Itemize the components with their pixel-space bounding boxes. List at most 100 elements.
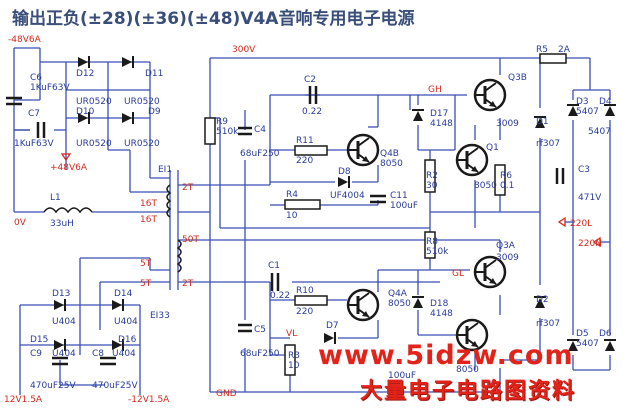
winding-w7: 2T — [182, 279, 194, 289]
ref-d7: D7 — [326, 321, 339, 331]
val-c8: 470uF25V — [92, 381, 139, 391]
ref-d12: D12 — [76, 69, 94, 79]
diode-d6 — [603, 339, 617, 352]
val-c7: 1KuF63V — [14, 139, 55, 149]
val-q4a: 8050 — [388, 299, 411, 309]
label-node-vl: VL — [286, 329, 297, 339]
wires — [13, 47, 611, 395]
resistor-r11 — [294, 145, 328, 156]
val-d3: 5407 — [576, 107, 599, 117]
val-r10: 220 — [296, 307, 313, 317]
val-q1: 8050 — [474, 181, 497, 191]
transistor-q3b — [473, 78, 507, 112]
ac-220n-arrow — [592, 236, 601, 248]
ref-d5: D5 — [576, 329, 589, 339]
label-ac-l: 220L — [570, 219, 592, 229]
val-q3b: 3009 — [496, 119, 519, 129]
ref-r11: R11 — [296, 136, 314, 146]
ref-d9: D9 — [148, 107, 161, 117]
capacitor-c7 — [36, 122, 46, 138]
ref-c8: C8 — [92, 349, 104, 359]
resistors — [204, 53, 567, 376]
val-d5: 5407 — [576, 339, 599, 349]
ref-c6: C6 — [30, 73, 42, 83]
ref-q3b: Q3B — [508, 73, 527, 83]
ref-c1: C1 — [268, 261, 280, 271]
resistor-r5 — [539, 53, 567, 64]
val-d14: U404 — [114, 317, 138, 327]
ref-d13: D13 — [52, 289, 70, 299]
transistors — [346, 78, 507, 352]
label-rail-pos: +48V6A — [50, 163, 88, 173]
val-r6: 0.1 — [500, 181, 514, 191]
val-c6: 1KuF63V — [30, 83, 71, 93]
capacitors — [6, 86, 565, 366]
ref-d11: D11 — [145, 69, 163, 79]
ref-r5: R5 — [536, 45, 548, 55]
label-ac-n: 220N — [578, 239, 602, 249]
val-r9: 510k — [216, 127, 239, 137]
ref-d18: D18 — [430, 299, 449, 309]
val-d17: 4148 — [430, 119, 453, 129]
ref-r6: R6 — [500, 171, 512, 181]
val-d16: U404 — [112, 349, 136, 359]
ref-c11: C11 — [390, 191, 408, 201]
label-node-gh: GH — [428, 85, 442, 95]
capacitor-c8 — [100, 356, 116, 366]
val-d1: rf307 — [536, 139, 560, 149]
transformer-windings — [43, 184, 182, 273]
val-r5: 2A — [558, 45, 571, 55]
resistor-r6 — [494, 164, 506, 196]
ref-q4a: Q4A — [388, 289, 408, 299]
capacitor-c6 — [6, 96, 22, 106]
val-c3: 471V — [578, 193, 602, 203]
transistor-q1 — [455, 143, 489, 177]
val-c2: 0.22 — [302, 107, 322, 117]
ref-d6: D6 — [599, 329, 612, 339]
val-r4: 10 — [286, 211, 298, 221]
capacitor-c3 — [555, 168, 565, 184]
terminal-arrows — [60, 153, 601, 248]
val-c9: 470uF25V — [30, 381, 77, 391]
label-hv: 300V — [232, 45, 256, 55]
ref-r10: R10 — [296, 286, 314, 296]
diode-d18 — [411, 296, 425, 309]
resistor-r10 — [294, 295, 328, 306]
val-d15: U404 — [52, 349, 76, 359]
watermark-tagline: 大量电子电路图资料 — [360, 379, 577, 404]
val-q2: 8050 — [456, 365, 479, 375]
ref-d15: D15 — [30, 335, 48, 345]
resistor-r9 — [204, 117, 216, 145]
diode-d13 — [53, 298, 66, 312]
val-l1: 33uH — [50, 219, 74, 229]
ref-d1: D1 — [536, 117, 549, 127]
val-d8: UF4004 — [330, 191, 365, 201]
val-d2: rf307 — [536, 319, 560, 329]
ref-r2: R2 — [426, 171, 438, 181]
val-r3: 10 — [288, 361, 300, 371]
capacitor-c1 — [270, 273, 280, 291]
val-q4b: 8050 — [380, 159, 403, 169]
winding-w1: 2T — [182, 183, 194, 193]
val-c4: 68uF250 — [240, 149, 280, 159]
label-zero-v: 0V — [14, 218, 27, 228]
ref-c3: C3 — [578, 165, 590, 175]
val-d18: 4148 — [430, 309, 453, 319]
diode-d9 — [121, 111, 134, 125]
label-xfmr: EI1 — [158, 165, 172, 175]
diode-d8 — [337, 175, 350, 189]
diode-d17 — [411, 109, 425, 122]
val-d13: U404 — [52, 317, 76, 327]
capacitor-c2 — [308, 86, 318, 104]
ref-c7: C7 — [28, 109, 40, 119]
diagram-title: 输出正负(±28)(±36)(±48)V4A音响专用电子电源 — [12, 9, 415, 29]
transistor-q4b — [346, 133, 380, 167]
label-rail-neg: -48V6A — [8, 35, 42, 45]
winding-w2: 16T — [140, 199, 157, 209]
diode-d12 — [77, 55, 90, 69]
ref-c4: C4 — [254, 125, 266, 135]
ref-q4b: Q4B — [380, 149, 399, 159]
ac-220l-arrow — [557, 216, 566, 228]
